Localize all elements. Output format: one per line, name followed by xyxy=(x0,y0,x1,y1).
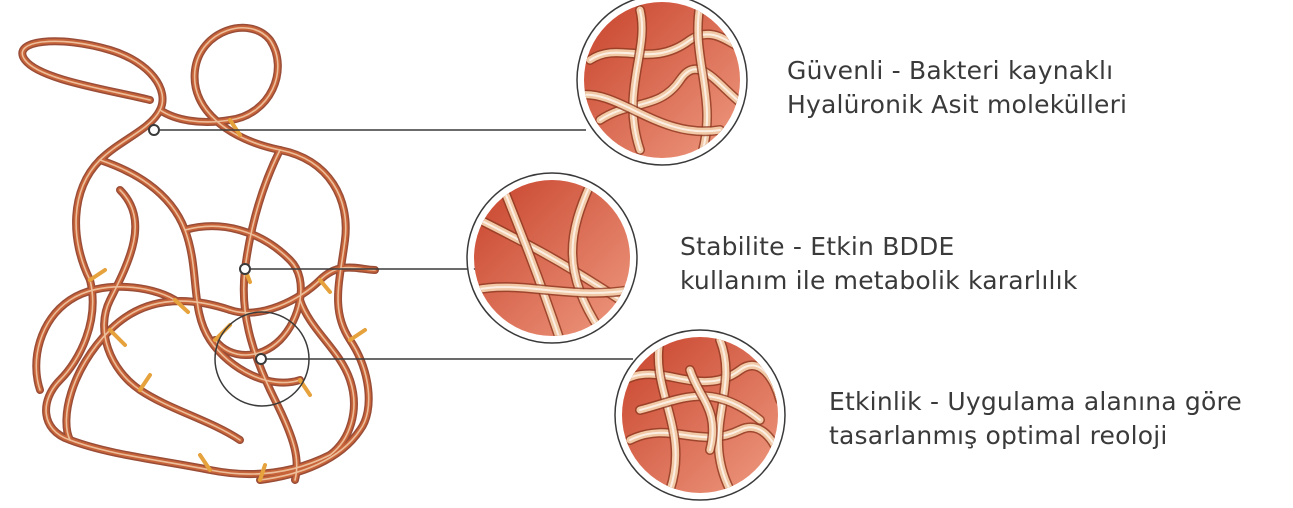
crosslink xyxy=(110,330,125,345)
molecule-strand xyxy=(22,41,162,280)
molecule-network xyxy=(22,28,375,480)
connector-dot-2 xyxy=(240,264,250,274)
callout-label-efficacy: Etkinlik - Uygulama alanına göre tasarla… xyxy=(829,385,1242,453)
molecule-strand xyxy=(160,28,346,240)
connector-dot-1 xyxy=(149,125,159,135)
callout-line: Stabilite - Etkin BDDE xyxy=(680,230,1078,264)
molecule-strand xyxy=(22,41,162,280)
crosslink xyxy=(320,280,330,292)
crosslink xyxy=(350,330,365,340)
molecule-strand xyxy=(22,41,162,280)
strand-highlight xyxy=(22,28,375,480)
callout-label-safety: Güvenli - Bakteri kaynaklı Hyalüronik As… xyxy=(787,54,1127,122)
molecule-strand xyxy=(160,28,346,240)
zoom-circle-2 xyxy=(467,173,637,343)
zoom-circle-1 xyxy=(577,0,760,165)
connector-dot-3 xyxy=(256,354,266,364)
callout-line: Hyalüronik Asit molekülleri xyxy=(787,88,1127,122)
crosslink xyxy=(90,270,105,280)
crosslink xyxy=(300,380,310,395)
callout-line: Güvenli - Bakteri kaynaklı xyxy=(787,54,1127,88)
crosslink xyxy=(140,375,150,390)
callout-line: kullanım ile metabolik kararlılık xyxy=(680,264,1078,298)
molecule-strand xyxy=(160,28,346,240)
callout-label-stability: Stabilite - Etkin BDDE kullanım ile meta… xyxy=(680,230,1078,298)
zoom-circle-3 xyxy=(615,330,785,500)
callout-line: Etkinlik - Uygulama alanına göre xyxy=(829,385,1242,419)
callout-line: tasarlanmış optimal reoloji xyxy=(829,419,1242,453)
molecule-strand xyxy=(260,240,369,480)
